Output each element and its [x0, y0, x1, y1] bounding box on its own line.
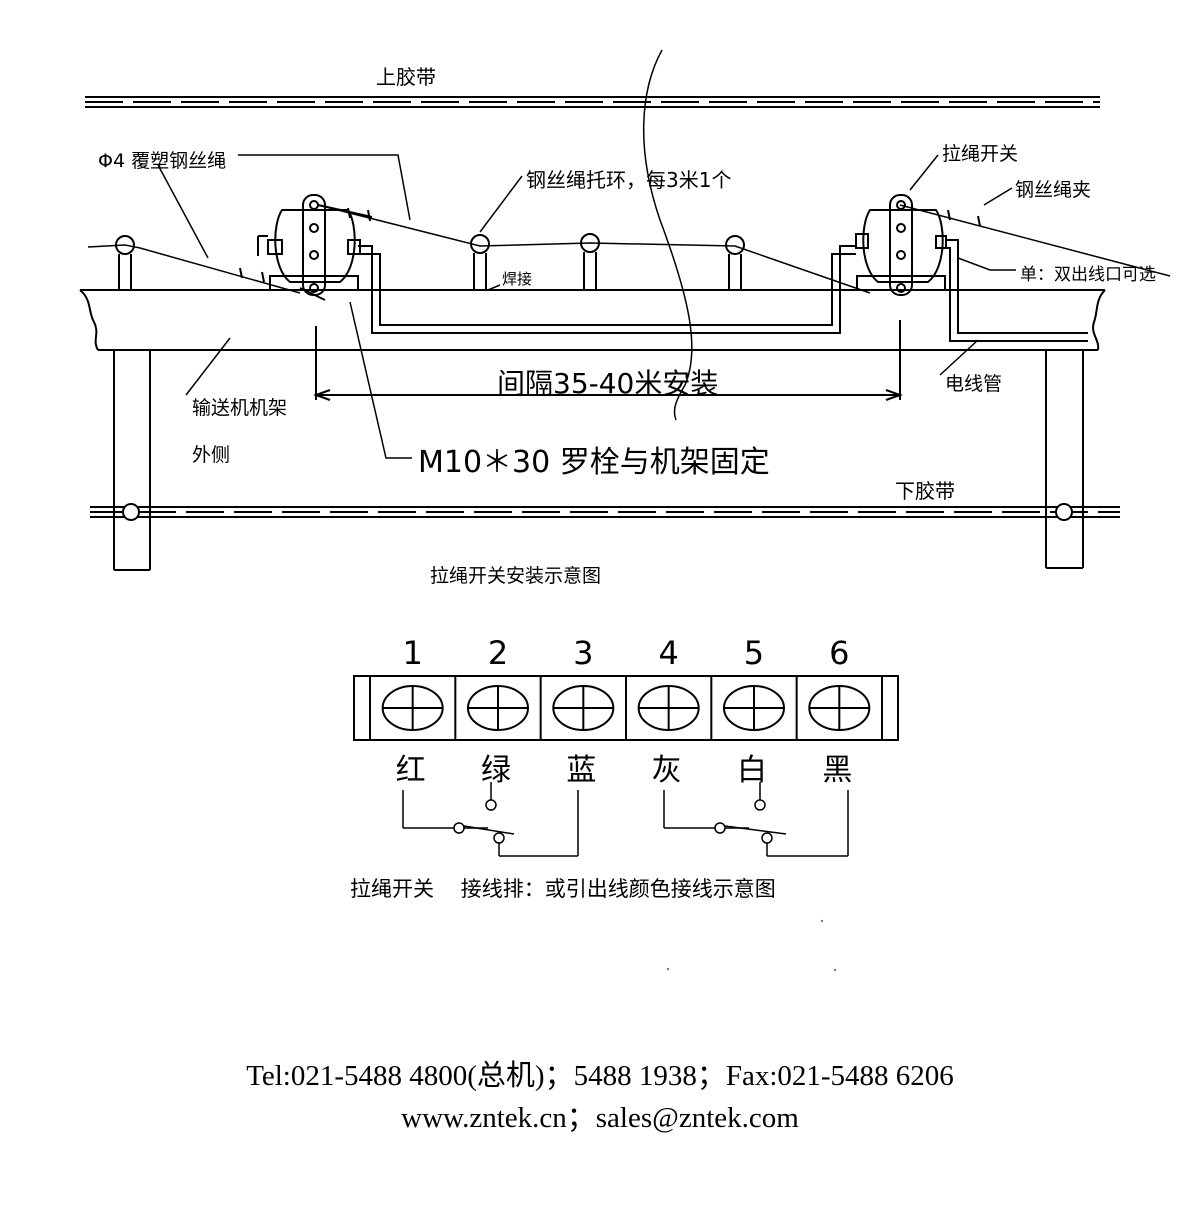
terminal-4: 4灰: [624, 634, 700, 788]
spacing-label: 间隔35-40米安装: [497, 367, 718, 400]
wire-color-label: 黑: [822, 753, 852, 788]
wire-color-label: 绿: [481, 753, 511, 788]
conduit: [358, 239, 1088, 342]
wire-color-label: 灰: [652, 753, 682, 788]
lower-belt-label: 下胶带: [895, 479, 955, 503]
pull-switch-right: [855, 194, 981, 296]
wire-rope-label: Φ4 覆塑钢丝绳: [98, 150, 226, 172]
terminal-number: 1: [402, 634, 422, 672]
terminal-3: 3蓝: [539, 634, 615, 788]
scan-specks: [666, 919, 837, 972]
wire-rope-right: [899, 204, 1171, 277]
rope-ring-supports: [112, 233, 745, 291]
bolt-label: M10＊30 罗栓与机架固定: [418, 445, 770, 480]
wiring-caption: 拉绳开关 接线排：或引出线颜色接线示意图: [350, 877, 776, 901]
terminal-number: 5: [744, 634, 764, 672]
rope-ring-label: 钢丝绳托环，每3米1个: [526, 168, 731, 192]
terminal-1: 1红: [381, 634, 444, 788]
outlet-label: 单：双出线口可选: [1020, 265, 1156, 285]
spacing-dimension: [313, 320, 903, 401]
wire-color-label: 红: [396, 753, 426, 788]
conduit-label: 电线管: [945, 373, 1002, 395]
wiring-schematic: [402, 782, 849, 857]
rope-clamp-label: 钢丝绳夹: [1015, 179, 1091, 201]
weld-label: 焊接: [502, 270, 532, 288]
rope-ring: [470, 234, 490, 290]
wire-rope-mid: [317, 204, 871, 294]
upper-belt-label: 上胶带: [376, 65, 436, 89]
conveyor-frame-label: 输送机机架: [192, 397, 287, 419]
frame-outside-label: 外侧: [192, 444, 230, 466]
terminal-number: 2: [488, 634, 508, 672]
pull-switch-label: 拉绳开关: [942, 143, 1018, 165]
wire-color-label: 蓝: [566, 753, 596, 788]
rope-ring: [580, 233, 600, 290]
contact-web-line: www.zntek.cn；sales@zntek.com: [401, 1102, 799, 1134]
leader-lines: [157, 154, 1016, 459]
pull-switch-left: [239, 194, 373, 301]
terminal-number: 3: [573, 634, 593, 672]
wire-color-label: 白: [737, 753, 767, 788]
terminal-5: 5白: [710, 634, 785, 788]
terminal-number: 6: [829, 634, 849, 672]
lower-belt: [90, 503, 1120, 521]
break-line: [643, 49, 693, 421]
upper-belt: [85, 96, 1100, 108]
contact-phone-line: Tel:021-5488 4800(总机)；5488 1938；Fax:021-…: [246, 1060, 954, 1092]
rope-ring: [725, 235, 745, 290]
terminal-number: 4: [658, 634, 678, 672]
wire-rope: [87, 244, 301, 294]
terminal-6: 6黑: [795, 634, 871, 788]
install-title: 拉绳开关安装示意图: [430, 565, 601, 587]
rope-ring: [112, 235, 138, 291]
terminal-2: 2绿: [454, 634, 529, 788]
